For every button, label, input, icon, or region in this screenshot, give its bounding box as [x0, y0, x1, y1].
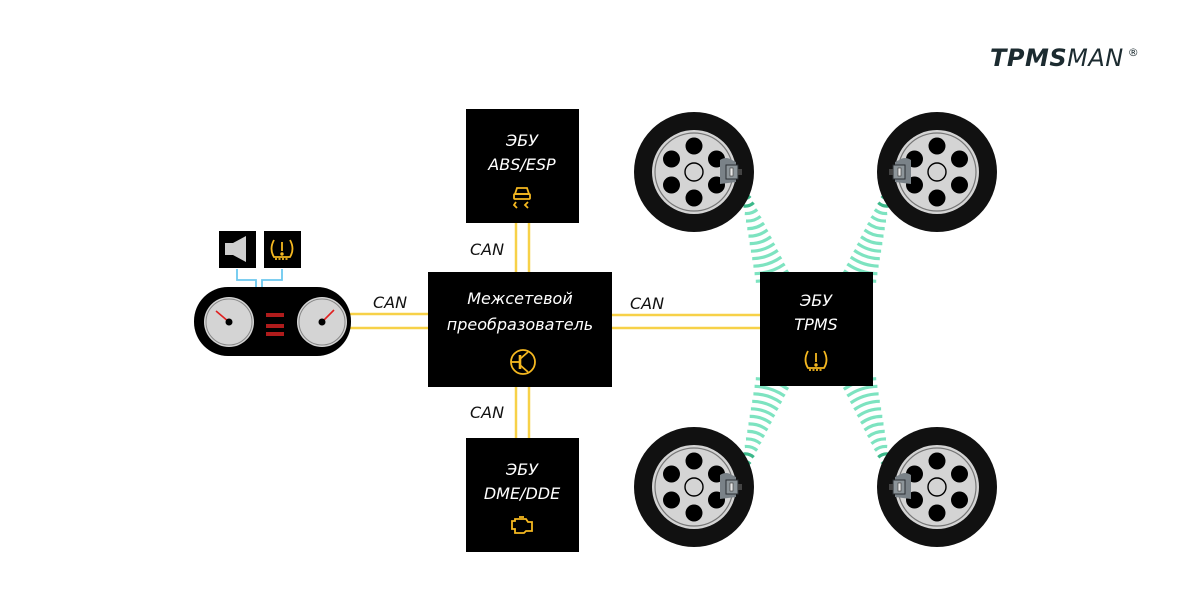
can-line-abs-gateway	[514, 223, 531, 273]
wave-arc	[860, 235, 883, 246]
left-gauge	[204, 297, 254, 347]
wave-arc	[863, 228, 884, 238]
speaker-icon	[225, 236, 246, 262]
logo-light: MAN	[1067, 44, 1124, 72]
wave-arc	[856, 407, 882, 418]
wave-arc	[849, 392, 879, 405]
can-line-cluster-gateway	[345, 312, 428, 330]
wave-arc	[748, 422, 769, 432]
wave-arc	[863, 422, 884, 432]
wave-arc	[743, 452, 755, 459]
wireless-wave-front-left	[740, 188, 790, 283]
tpmsman-logo: TPMSMAN®	[990, 44, 1139, 72]
can-line-gateway-dme	[514, 387, 531, 438]
gateway-subtitle: преобразователь	[447, 315, 593, 334]
wireless-wave-rear-left	[740, 377, 790, 472]
ecu-abs-esp[interactable]: ЭБУ ABS/ESP	[466, 109, 579, 223]
ecu-tpms[interactable]: ЭБУ TPMS	[760, 272, 873, 386]
wireless-wave-rear-right	[842, 377, 892, 472]
can-label-dme: CAN	[470, 403, 504, 422]
gateway-title: Межсетевой	[467, 289, 572, 308]
wheel-front-left[interactable]	[633, 111, 755, 233]
wave-arc	[750, 242, 776, 253]
wheel-front-right[interactable]	[876, 111, 998, 233]
tpms-title: ЭБУ	[799, 291, 833, 310]
wheel-rear-left[interactable]	[633, 426, 755, 548]
wave-arc	[849, 255, 879, 268]
can-bus-lines	[345, 223, 760, 438]
registered-mark: ®	[1127, 46, 1140, 59]
wave-arc	[747, 221, 766, 231]
wave-arc	[846, 384, 878, 398]
wave-arc	[873, 444, 888, 452]
ecu-dme-dde[interactable]: ЭБУ DME/DDE	[466, 438, 579, 552]
wireless-wave-front-right	[842, 188, 892, 283]
abs-subtitle: ABS/ESP	[487, 155, 556, 174]
wave-arc	[752, 399, 779, 412]
check-engine-icon	[511, 516, 533, 534]
tpms-subtitle: TPMS	[794, 315, 837, 334]
can-label-abs: CAN	[470, 240, 504, 259]
wave-arc	[846, 262, 878, 276]
wave-arc	[853, 399, 880, 412]
wheel-rear-right[interactable]	[876, 426, 998, 548]
abs-title: ЭБУ	[505, 131, 539, 150]
wave-arc	[870, 215, 887, 223]
cluster-link-lines	[236, 269, 283, 290]
wave-arc	[750, 407, 776, 418]
wave-arc	[870, 437, 887, 445]
wave-arc	[744, 208, 759, 216]
logo-bold: TPMS	[990, 44, 1068, 72]
can-label-cluster: CAN	[373, 293, 407, 312]
wave-arc	[744, 444, 759, 452]
wave-arc	[877, 201, 889, 208]
right-gauge	[297, 297, 347, 347]
wave-arc	[873, 208, 888, 216]
tpms-warning-icon	[270, 239, 294, 260]
transistor-icon	[510, 349, 536, 375]
wave-arc	[747, 429, 766, 439]
wave-arc	[752, 248, 779, 261]
warning-bars	[266, 313, 284, 336]
wireless-signals	[740, 188, 892, 472]
dme-title: ЭБУ	[505, 460, 539, 479]
wave-arc	[866, 221, 885, 231]
tpms-indicator	[264, 231, 301, 268]
can-line-gateway-tpms	[612, 313, 760, 330]
can-label-tpms: CAN	[630, 294, 664, 313]
wave-arc	[753, 392, 783, 405]
wave-arc	[749, 235, 772, 246]
dme-subtitle: DME/DDE	[484, 484, 561, 503]
instrument-cluster[interactable]	[194, 231, 351, 356]
wave-arc	[753, 255, 783, 268]
traction-control-icon	[512, 187, 531, 209]
wave-arc	[745, 437, 762, 445]
wave-arc	[754, 262, 786, 276]
gateway-box[interactable]: Межсетевой преобразователь	[428, 272, 612, 387]
wave-arc	[749, 414, 772, 425]
wave-arc	[748, 228, 769, 238]
wave-arc	[743, 201, 755, 208]
wave-arc	[853, 248, 880, 261]
wave-arc	[866, 429, 885, 439]
tpms-warning-icon	[804, 350, 828, 371]
wave-arc	[860, 414, 883, 425]
wave-arc	[856, 242, 882, 253]
wave-arc	[754, 384, 786, 398]
wave-arc	[745, 215, 762, 223]
speaker-indicator	[219, 231, 256, 268]
